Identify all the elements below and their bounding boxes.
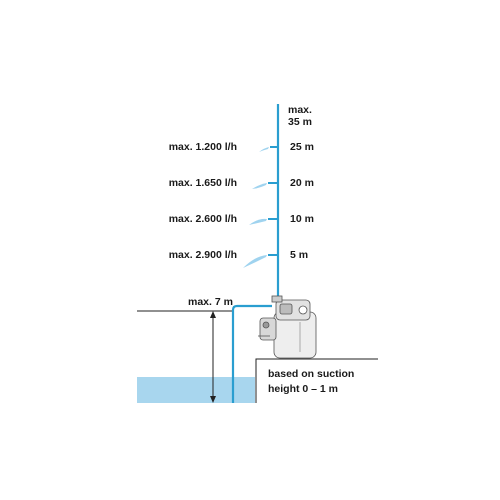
water-spray-icon	[252, 183, 267, 189]
max-height-label: max. 35 m	[288, 104, 312, 128]
water-spray-icon	[259, 147, 269, 152]
suction-depth-dimension	[210, 311, 216, 403]
pump-icon	[258, 295, 317, 359]
suction-pipe	[231, 304, 272, 403]
water-spray-icon	[249, 218, 267, 225]
height-10m: 10 m	[290, 213, 314, 225]
height-20m: 20 m	[290, 177, 314, 189]
max-height-label-line2: 35 m	[288, 116, 312, 128]
max-height-label-line1: max.	[288, 104, 312, 116]
arrow-up-icon	[210, 311, 216, 318]
suction-note: based on suction height 0 – 1 m	[268, 367, 354, 397]
suction-note-line2: height 0 – 1 m	[268, 383, 339, 395]
flow-rate-5m: max. 2.900 l/h	[168, 249, 237, 261]
flow-rate-25m: max. 1.200 l/h	[168, 141, 237, 153]
flow-rate-10m: max. 2.600 l/h	[168, 213, 237, 225]
height-5m: 5 m	[290, 249, 309, 261]
outlet-25m	[259, 146, 278, 152]
suction-note-line1: based on suction	[268, 368, 355, 380]
flow-rate-20m: max. 1.650 l/h	[168, 177, 237, 189]
water-spray-icon	[243, 255, 267, 268]
outlet-5m	[243, 254, 278, 268]
height-25m: 25 m	[290, 141, 314, 153]
suction-height-label: max. 7 m	[188, 296, 233, 308]
outlet-20m	[252, 182, 278, 189]
pump-platform	[255, 358, 378, 403]
water-surface	[137, 377, 255, 403]
outlet-10m	[249, 218, 278, 225]
arrow-down-icon	[210, 396, 216, 403]
